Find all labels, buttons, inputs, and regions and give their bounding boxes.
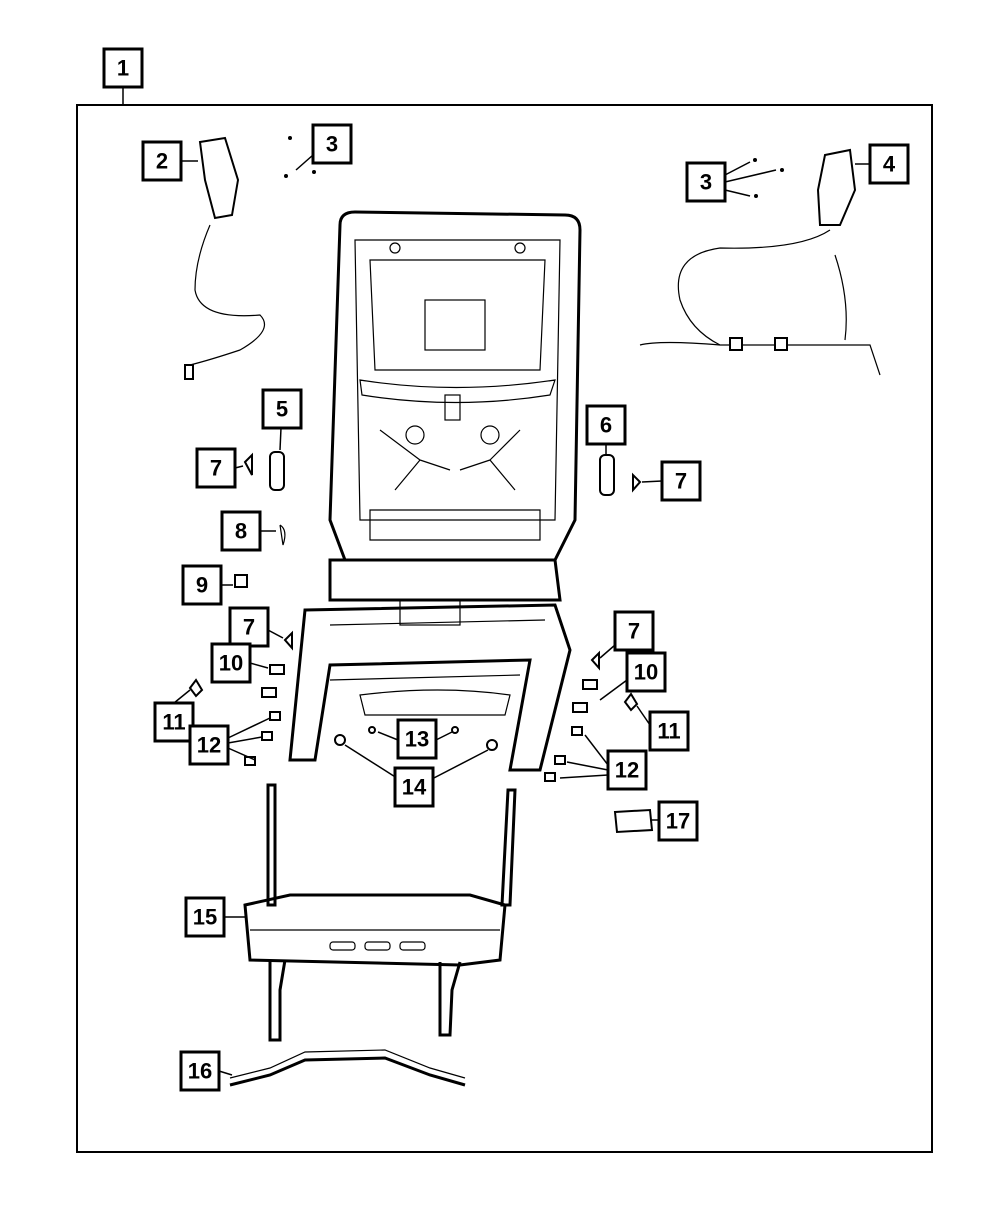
svg-text:11: 11 — [657, 719, 680, 744]
svg-text:7: 7 — [210, 456, 222, 481]
svg-text:2: 2 — [156, 149, 168, 174]
callout-14: 14 — [393, 766, 435, 808]
clip-parts — [284, 136, 784, 198]
recliner-handle-left — [269, 451, 285, 491]
callout-7: 7 — [195, 447, 237, 489]
callout-17: 17 — [657, 800, 699, 842]
svg-text:12: 12 — [197, 733, 221, 758]
leader-lines — [173, 154, 870, 1076]
callout-13: 13 — [396, 718, 438, 760]
power-seat-switch-left — [184, 136, 265, 380]
callout-3: 3 — [685, 161, 727, 203]
svg-text:5: 5 — [276, 397, 288, 422]
callout-10: 10 — [625, 651, 667, 693]
recliner-handle-right — [599, 454, 615, 496]
bracket-part — [234, 574, 248, 588]
svg-text:13: 13 — [405, 727, 429, 752]
seat-base-riser — [243, 783, 517, 1042]
callout-11: 11 — [648, 710, 690, 752]
svg-text:9: 9 — [196, 573, 208, 598]
callout-9: 9 — [181, 564, 223, 606]
crossmember-bar — [229, 1056, 466, 1087]
svg-text:14: 14 — [402, 775, 427, 800]
svg-text:12: 12 — [615, 758, 639, 783]
callout-12: 12 — [188, 724, 230, 766]
svg-text:10: 10 — [219, 651, 243, 676]
svg-text:11: 11 — [162, 710, 185, 735]
callout-10: 10 — [210, 642, 252, 684]
svg-text:6: 6 — [600, 413, 612, 438]
callout-7: 7 — [228, 606, 270, 648]
callout-6: 6 — [585, 404, 627, 446]
svg-text:7: 7 — [243, 615, 255, 640]
svg-text:7: 7 — [628, 619, 640, 644]
callout-12: 12 — [606, 749, 648, 791]
bolt-fasteners — [188, 664, 639, 782]
svg-text:16: 16 — [188, 1059, 212, 1084]
seat-cushion-frame — [288, 558, 572, 772]
svg-text:3: 3 — [326, 132, 338, 157]
assembly-border — [76, 104, 933, 1153]
callout-1: 1 — [102, 47, 144, 89]
callout-5: 5 — [261, 388, 303, 430]
svg-text:1: 1 — [117, 56, 129, 81]
svg-text:15: 15 — [193, 905, 217, 930]
spring-part — [279, 524, 286, 546]
svg-text:17: 17 — [666, 809, 690, 834]
callout-4: 4 — [868, 143, 910, 185]
callout-3: 3 — [311, 123, 353, 165]
svg-text:3: 3 — [700, 170, 712, 195]
callout-16: 16 — [179, 1050, 221, 1092]
callout-8: 8 — [220, 510, 262, 552]
svg-text:8: 8 — [235, 519, 247, 544]
callout-7: 7 — [660, 460, 702, 502]
callout-15: 15 — [184, 896, 226, 938]
svg-text:7: 7 — [675, 469, 687, 494]
svg-text:10: 10 — [634, 660, 658, 685]
callout-11: 11 — [153, 701, 195, 743]
callout-2: 2 — [141, 140, 183, 182]
push-pin-fasteners — [243, 452, 642, 671]
control-module — [613, 808, 654, 834]
callout-7: 7 — [613, 610, 655, 652]
seat-back-frame — [328, 210, 582, 562]
svg-text:4: 4 — [883, 152, 896, 177]
power-seat-switch-right — [639, 148, 881, 376]
